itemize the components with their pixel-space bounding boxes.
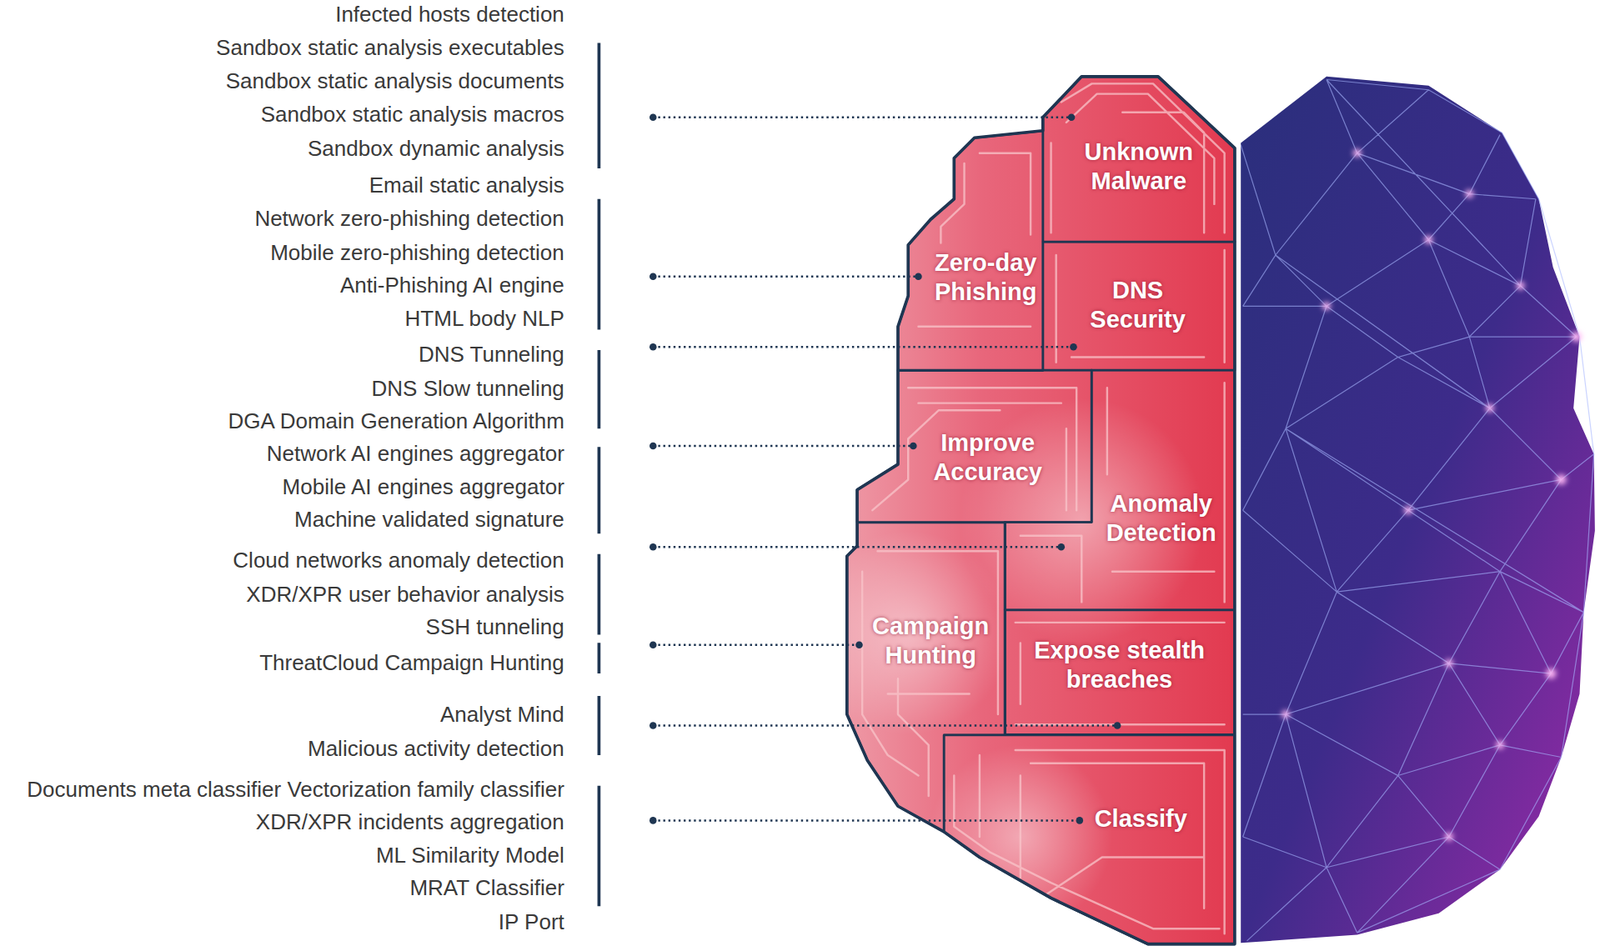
feature-label: Infected hosts detection xyxy=(335,2,565,28)
feature-label: Sandbox static analysis documents xyxy=(225,69,565,95)
feature-label: Sandbox dynamic analysis xyxy=(307,136,565,162)
glow-dot xyxy=(1516,281,1525,291)
glow-dot xyxy=(1485,404,1495,413)
feature-label: Mobile zero-phishing detection xyxy=(270,240,565,266)
leader-dot xyxy=(649,817,658,825)
brain-region: Anomaly Detection xyxy=(1004,370,1234,611)
feature-label: Mobile AI engines aggregator xyxy=(282,475,565,501)
feature-label: ThreatCloud Campaign Hunting xyxy=(259,651,565,677)
region-outline xyxy=(1004,370,1234,611)
glow-dot xyxy=(1281,710,1290,719)
feature-label: Network AI engines aggregator xyxy=(266,441,565,467)
feature-label: DNS Tunneling xyxy=(418,342,565,368)
leader-dot xyxy=(1069,343,1078,352)
bracket-lines xyxy=(597,42,602,907)
region-title: Campaign Hunting xyxy=(863,611,998,671)
leader-dot xyxy=(855,642,863,650)
feature-label: ML Similarity Model xyxy=(376,843,565,869)
region-outline xyxy=(1004,610,1234,735)
glow-dot xyxy=(1464,190,1474,199)
region-title: Classify xyxy=(1065,804,1216,834)
feature-label: DNS Slow tunneling xyxy=(371,376,565,402)
brain-right-fill xyxy=(1240,76,1595,943)
glow-dot xyxy=(1495,741,1505,750)
feature-label: XDR/XPR incidents aggregation xyxy=(255,810,565,836)
brain-left-outline xyxy=(847,76,1235,945)
feature-label: SSH tunneling xyxy=(426,615,565,641)
leader-dots xyxy=(649,114,1121,825)
feature-label: Sandbox static analysis executables xyxy=(215,35,565,61)
region-shape xyxy=(943,735,1235,945)
glow-spot xyxy=(806,531,1011,736)
feature-label: Documents meta classifier Vectorization … xyxy=(26,777,564,803)
glow-dot xyxy=(1424,235,1433,245)
leader-dot xyxy=(649,273,658,281)
region-title: DNS Security xyxy=(1067,275,1209,335)
leader-dot xyxy=(914,273,923,281)
brain-region: Improve Accuracy xyxy=(857,370,1092,522)
neural-network-lines xyxy=(1240,80,1594,942)
feature-label: Anti-Phishing AI engine xyxy=(340,273,565,299)
feature-label: XDR/XPR user behavior analysis xyxy=(245,582,565,608)
leader-dot xyxy=(909,442,918,451)
glow-dot xyxy=(1571,331,1582,342)
glow-dot xyxy=(1545,668,1556,679)
region-outline xyxy=(857,370,1092,522)
feature-label: Machine validated signature xyxy=(294,507,565,533)
region-title: Expose stealth breaches xyxy=(1019,636,1220,695)
leader-dot xyxy=(1113,722,1122,730)
network-glow-dots xyxy=(1281,149,1582,842)
leader-dot xyxy=(1058,543,1066,552)
feature-label: HTML body NLP xyxy=(405,306,565,332)
region-title: Unknown Malware xyxy=(1059,137,1219,196)
region-outline xyxy=(943,735,1235,945)
feature-label: DGA Domain Generation Algorithm xyxy=(228,409,565,435)
leader-dot xyxy=(649,543,658,552)
leader-dot xyxy=(649,642,658,650)
region-title: Improve Accuracy xyxy=(921,428,1055,487)
glow-dot xyxy=(1555,474,1566,485)
feature-label: Network zero-phishing detection xyxy=(254,206,564,232)
glow-dot xyxy=(1404,506,1413,515)
leader-dot xyxy=(1068,114,1076,122)
region-title: Anomaly Detection xyxy=(1098,489,1224,548)
leader-dot xyxy=(649,343,658,352)
region-shape xyxy=(847,522,1006,833)
feature-label: Analyst Mind xyxy=(440,702,565,728)
brain-region: Classify xyxy=(943,735,1235,945)
brain-region: Expose stealth breaches xyxy=(1004,610,1234,735)
feature-label: MRAT Classifier xyxy=(409,876,564,902)
feature-label: Sandbox static analysis macros xyxy=(260,102,565,128)
brain-region: Campaign Hunting xyxy=(847,522,1006,833)
glow-dot xyxy=(1444,659,1454,668)
leader-dot xyxy=(649,114,658,122)
glow-dot xyxy=(1353,149,1362,158)
brain-region: Unknown Malware xyxy=(1043,76,1235,242)
region-title: Zero-day Phishing xyxy=(922,248,1049,307)
brain-left-fill xyxy=(847,76,1235,945)
region-outline xyxy=(847,522,1006,833)
brain-region: DNS Security xyxy=(1043,241,1235,371)
region-outline xyxy=(1043,241,1235,371)
leader-lines xyxy=(652,117,1118,822)
glow-dot xyxy=(1322,301,1331,311)
leader-dot xyxy=(649,442,658,451)
glow-dot xyxy=(1444,832,1454,842)
feature-label: Email static analysis xyxy=(369,173,565,199)
circuit-traces xyxy=(862,83,1224,934)
feature-label: IP Port xyxy=(498,910,565,936)
leader-dot xyxy=(1076,817,1084,825)
brain-region: Zero-day Phishing xyxy=(897,130,1044,372)
region-outline xyxy=(1043,76,1235,242)
feature-label: Cloud networks anomaly detection xyxy=(232,548,564,574)
leader-dot xyxy=(649,722,658,730)
feature-label: Malicious activity detection xyxy=(307,737,565,763)
